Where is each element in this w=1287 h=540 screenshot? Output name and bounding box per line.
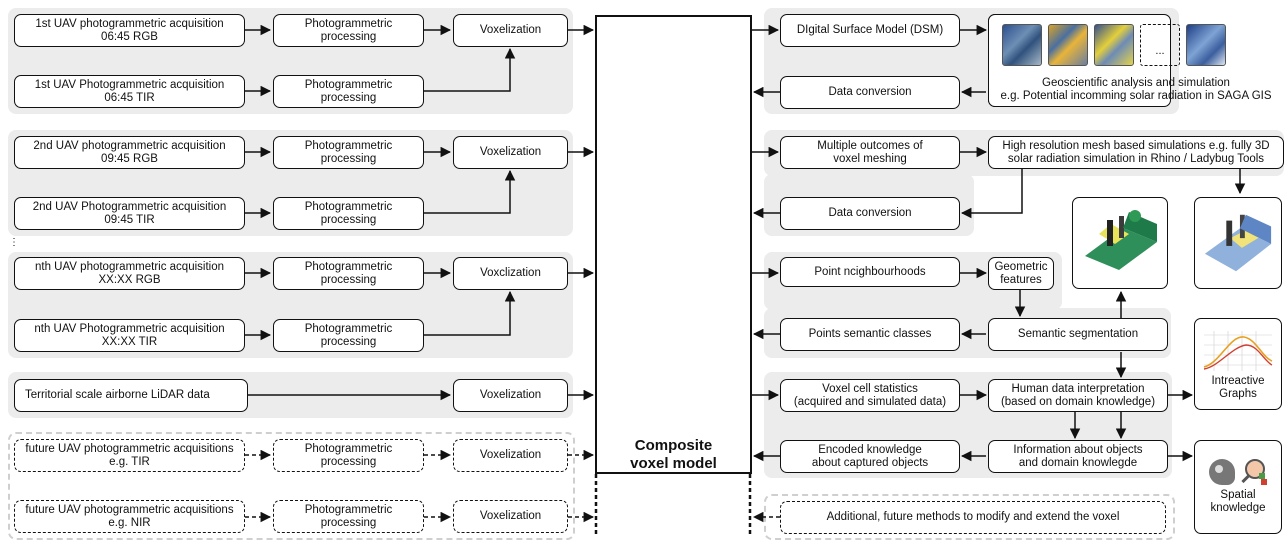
human-interpretation-box: Human data interpretation (based on doma… <box>988 379 1168 412</box>
spatial-knowledge-box: Spatial knowledge <box>1194 440 1282 534</box>
data-conversion-mesh: Data conversion <box>780 197 960 230</box>
geometric-features-box: Geometric features <box>988 257 1054 290</box>
data-conversion-dsm: Data conversion <box>780 76 960 109</box>
graphs-box: Intreactive Graphs <box>1194 318 1282 410</box>
voxel-render-segmented <box>1072 197 1168 289</box>
mesh-simulation-box: High resolution mesh based simulations e… <box>988 136 1284 169</box>
dsm-thumbnail-3 <box>1094 24 1134 66</box>
more-acquisitions-ellipsis: ⋮ <box>9 237 19 248</box>
information-objects-box: Information about objects and domain kno… <box>988 440 1168 473</box>
lidar-box: Territorial scale airborne LiDAR data <box>14 379 248 412</box>
acq2-voxelization: Voxelization <box>453 136 568 169</box>
arrow-acq2-merge <box>424 169 516 214</box>
voxel-render-simulated <box>1194 197 1282 289</box>
acq1-voxelization: Voxelization <box>453 14 568 47</box>
future-nir-voxelization: Voxelization <box>453 500 568 533</box>
acqn-rgb-box: nth UAV photogrammetric acquisition XX:X… <box>14 257 245 290</box>
arrow-sim-conv <box>960 168 1023 219</box>
lidar-voxelization: Voxelization <box>453 379 568 412</box>
acq2-rgb-box: 2nd UAV photogrammetric acquisition 09:4… <box>14 136 245 169</box>
future-tir-box: future UAV photogrammetric acquisitions … <box>14 439 245 472</box>
magnifier-chart-icon <box>1241 459 1267 485</box>
acqn-rgb-processing: Photogrammetric processing <box>273 257 424 290</box>
acqn-voxelization: Voxclization <box>453 257 568 290</box>
head-gears-icon <box>1209 459 1235 485</box>
voxel-statistics-box: Voxel cell statistics (acquired and simu… <box>780 379 960 412</box>
dsm-thumbnail-placeholder: ... <box>1140 24 1180 66</box>
acq1-rgb-processing: Photogrammetric processing <box>273 14 424 47</box>
future-tir-voxelization: Voxelization <box>453 439 568 472</box>
dsm-thumbnail-2 <box>1048 24 1088 66</box>
semantic-segmentation-box: Semantic segmentation <box>988 318 1168 351</box>
geo-analysis-caption: Geoscientific analysis and simulation e.… <box>1000 77 1272 102</box>
arrow-acq1-merge <box>424 47 516 92</box>
composite-voxel-model: Composite voxel model <box>595 15 752 474</box>
acq2-tir-box: 2nd UAV Photogrammetric acquisition 09:4… <box>14 197 245 230</box>
future-methods-box: Additional, future methods to modify and… <box>780 501 1166 534</box>
dsm-box: DIgital Surface Model (DSM) <box>780 14 960 47</box>
acq1-tir-box: 1st UAV Photogrammetric acquisition 06:4… <box>14 75 245 108</box>
graphs-label: Intreactive Graphs <box>1211 375 1265 400</box>
segmented-voxel-illustration <box>1085 210 1157 270</box>
acq1-tir-processing: Photogrammetric processing <box>273 75 424 108</box>
voxel-meshing-box: Multiple outcomes of voxel meshing <box>780 136 960 169</box>
arrow-acqn-merge <box>424 290 516 336</box>
acq1-rgb-box: 1st UAV photogrammetric acquisition 06:4… <box>14 14 245 47</box>
future-tir-processing: Photogrammetric processing <box>273 439 424 472</box>
acqn-tir-box: nth UAV Photogrammetric acquisition XX:X… <box>14 319 245 352</box>
spatial-knowledge-label: Spatial knowledge <box>1210 489 1266 514</box>
semantic-classes-box: Points semantic classes <box>780 318 960 351</box>
acq2-rgb-processing: Photogrammetric processing <box>273 136 424 169</box>
acq2-tir-processing: Photogrammetric processing <box>273 197 424 230</box>
encoded-knowledge-box: Encoded knowledge about captured objects <box>780 440 960 473</box>
simulated-mesh-illustration <box>1204 214 1272 272</box>
future-nir-processing: Photogrammetric processing <box>273 500 424 533</box>
future-nir-box: future UAV photogrammetric acquisitions … <box>14 500 245 533</box>
acqn-tir-processing: Photogrammetric processing <box>273 319 424 352</box>
dsm-thumbnail-1 <box>1002 24 1042 66</box>
dsm-thumbnail-4 <box>1186 24 1226 66</box>
point-neighbourhoods-box: Point ncighbourhoods <box>780 257 960 287</box>
graph-illustration <box>1203 331 1273 371</box>
